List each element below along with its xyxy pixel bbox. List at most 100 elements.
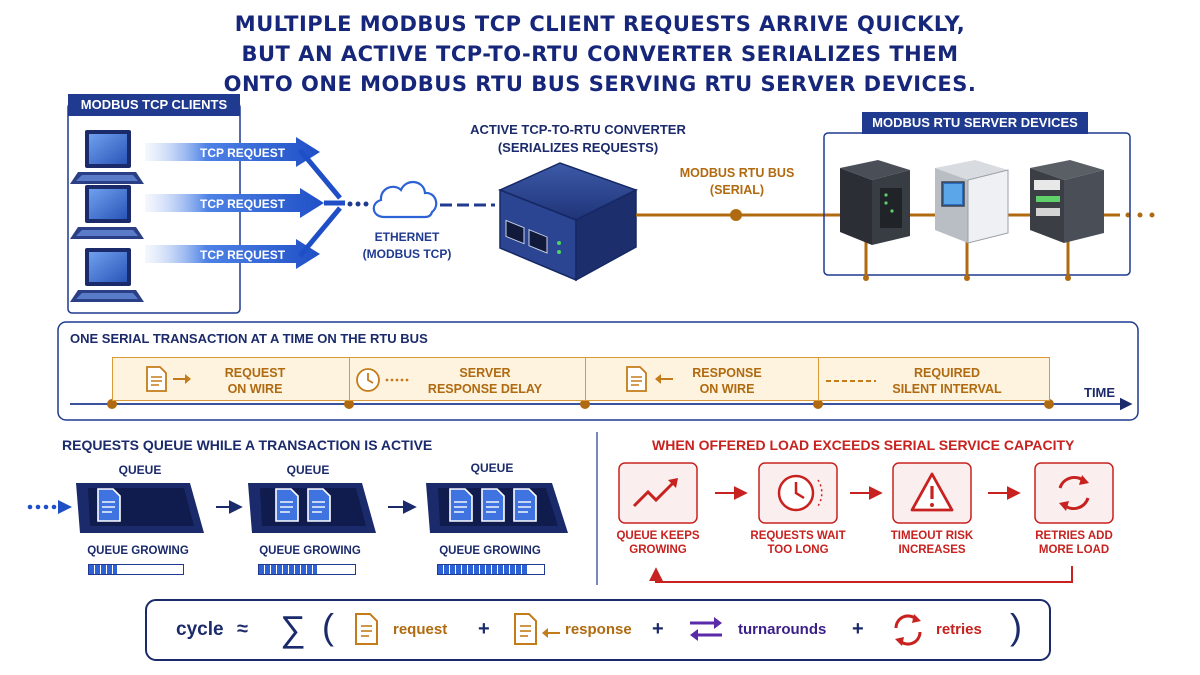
overload-step-4-line1: RETRIES ADD <box>1035 530 1113 542</box>
formula-lhs: cycle <box>176 619 224 640</box>
ethernet-dots <box>347 201 369 207</box>
formula-term-request: request <box>393 621 448 638</box>
delay-clock-icon <box>356 368 409 392</box>
rtu-device-3-icon <box>1030 160 1104 243</box>
queue-label-2: QUEUE <box>286 463 330 477</box>
trend-up-icon <box>618 462 698 524</box>
overload-step-3-line1: TIMEOUT RISK <box>890 530 974 542</box>
time-axis-label: TIME <box>1084 385 1116 400</box>
timeline-label-request-line2: ON WIRE <box>227 382 283 396</box>
client-computer-3 <box>70 248 144 302</box>
tcp-request-label-3: TCP REQUEST <box>200 248 286 262</box>
queued-request-document-icon <box>97 488 121 522</box>
queue-docs-2 <box>274 488 332 524</box>
timeline-segment-delay <box>349 357 586 401</box>
formula-term-retries: retries <box>936 621 982 638</box>
queue-fill-bar-3 <box>437 564 545 575</box>
timeline-label-delay: SERVER RESPONSE DELAY <box>405 365 565 397</box>
timeline-label-request: REQUEST ON WIRE <box>200 365 310 397</box>
queue-status-3: QUEUE GROWING <box>439 545 541 557</box>
queue-entry-arrowhead <box>58 500 72 514</box>
timeline-label-delay-line1: SERVER <box>459 366 511 380</box>
silent-interval-dash-icon <box>826 380 876 382</box>
timeline-segment-response <box>585 357 819 401</box>
overload-step-2: REQUESTS WAIT TOO LONG <box>738 530 858 556</box>
clients-header: MODBUS TCP CLIENTS <box>68 94 240 116</box>
client-computer-1 <box>70 130 144 184</box>
queue-docs-1 <box>96 488 122 524</box>
timeline-label-silent: REQUIRED SILENT INTERVAL <box>872 365 1022 397</box>
queue-status-1: QUEUE GROWING <box>87 545 189 557</box>
overload-step-3: TIMEOUT RISK INCREASES <box>872 530 992 556</box>
queue-fill-bar-2-level <box>259 565 317 574</box>
ethernet-label-line1: ETHERNET <box>374 230 440 244</box>
timeline-label-request-line1: REQUEST <box>224 366 286 380</box>
rtu-bus-label-line2: (SERIAL) <box>709 183 765 197</box>
overload-heading: WHEN OFFERED LOAD EXCEEDS SERIAL SERVICE… <box>652 437 1075 453</box>
formula-close-paren: ) <box>1010 606 1022 647</box>
ethernet-label: ETHERNET (MODBUS TCP) <box>348 230 466 261</box>
overload-step-1-line1: QUEUE KEEPS <box>616 530 700 542</box>
warning-icon <box>892 462 972 524</box>
timeline-label-silent-line1: REQUIRED <box>914 366 980 380</box>
bus-continuation-dots <box>1125 212 1155 218</box>
overload-step-2-line1: REQUESTS WAIT <box>750 530 846 542</box>
client-computer-2 <box>70 185 144 239</box>
queue-docs-3 <box>448 488 538 524</box>
tcp-request-arrows <box>145 137 345 269</box>
timeline-label-response-line2: ON WIRE <box>699 382 755 396</box>
queued-request-document-icon <box>481 488 505 522</box>
feedback-loop-arrow <box>649 566 1073 583</box>
formula-open-paren: ( <box>322 606 334 647</box>
rtu-device-2-icon <box>935 160 1009 244</box>
timeline-heading: ONE SERIAL TRANSACTION AT A TIME ON THE … <box>70 331 428 346</box>
title-line-2: BUT AN ACTIVE TCP-TO-RTU CONVERTER SERIA… <box>241 42 959 66</box>
converter-label-line2: (SERIALIZES REQUESTS) <box>497 140 659 155</box>
request-document-icon <box>146 366 191 392</box>
formula-turnaround-icon <box>690 617 722 641</box>
retry-icon <box>1034 462 1114 524</box>
queue-fill-bar-3-level <box>438 565 529 574</box>
formula-sigma: ∑ <box>280 608 306 649</box>
timeline-panel <box>57 321 1139 421</box>
queued-request-document-icon <box>449 488 473 522</box>
converter-label-line1: ACTIVE TCP-TO-RTU CONVERTER <box>470 122 686 137</box>
response-document-icon <box>626 366 673 392</box>
overload-step-4: RETRIES ADD MORE LOAD <box>1014 530 1134 556</box>
queue-label-1: QUEUE <box>118 463 162 477</box>
title-line-3: ONTO ONE MODBUS RTU BUS SERVING RTU SERV… <box>223 72 977 96</box>
overload-step-4-line2: MORE LOAD <box>1038 544 1110 556</box>
formula-term-response: response <box>565 621 632 638</box>
queue-fill-bar-1 <box>88 564 184 575</box>
title-line-1: MULTIPLE MODBUS TCP CLIENT REQUESTS ARRI… <box>234 12 966 36</box>
queued-request-document-icon <box>513 488 537 522</box>
formula-term-turnarounds: turnarounds <box>738 621 827 638</box>
timeline-label-response: RESPONSE ON WIRE <box>672 365 782 397</box>
queue-entry-dots <box>27 504 57 510</box>
cloud-icon <box>372 181 438 219</box>
overload-step-2-line2: TOO LONG <box>767 544 829 556</box>
tcp-request-label-2: TCP REQUEST <box>200 197 286 211</box>
tcp-request-label-1: TCP REQUEST <box>200 146 286 160</box>
overload-step-3-line2: INCREASES <box>898 544 966 556</box>
converter-label: ACTIVE TCP-TO-RTU CONVERTER (SERIALIZES … <box>458 122 698 155</box>
timeline-segment-silent <box>818 357 1050 401</box>
formula-panel <box>145 599 1051 661</box>
queued-request-document-icon <box>275 488 299 522</box>
formula-approx: ≈ <box>237 618 248 640</box>
bus-node <box>730 209 742 221</box>
timeline-label-response-line1: RESPONSE <box>692 366 762 380</box>
formula-plus-2: + <box>652 618 664 640</box>
overload-step-1-line2: GROWING <box>629 544 687 556</box>
queue-label-3: QUEUE <box>470 461 514 475</box>
clock-icon <box>758 462 838 524</box>
queue-fill-bar-2 <box>258 564 356 575</box>
queue-status-2: QUEUE GROWING <box>259 545 361 557</box>
overload-step-1: QUEUE KEEPS GROWING <box>608 530 708 556</box>
rtu-bus-label: MODBUS RTU BUS (SERIAL) <box>672 166 802 197</box>
formula-request-icon <box>355 613 378 645</box>
ethernet-label-line2: (MODBUS TCP) <box>362 247 452 261</box>
servers-header: MODBUS RTU SERVER DEVICES <box>862 112 1088 134</box>
timeline-ticks <box>107 399 1054 409</box>
drop-nodes <box>863 275 1071 281</box>
